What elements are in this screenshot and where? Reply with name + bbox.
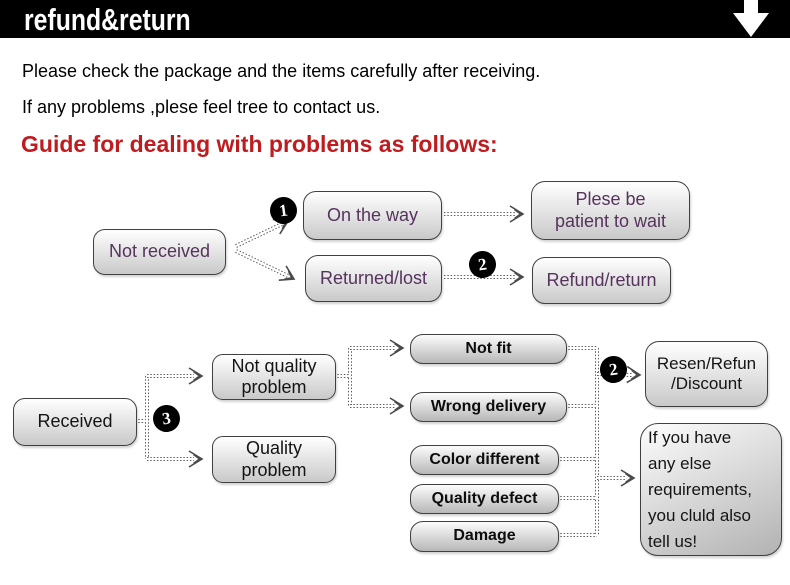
connector-ontheway-patient bbox=[444, 205, 525, 223]
connector-received-branch bbox=[135, 376, 149, 459]
flow-node-color-different: Color different bbox=[410, 445, 559, 475]
flow-node-damage: Damage bbox=[410, 521, 559, 552]
flow-node-patient-wait: Plese be patient to wait bbox=[531, 181, 690, 240]
flow-node-wrong-delivery: Wrong delivery bbox=[410, 392, 567, 422]
flow-node-on-the-way: On the way bbox=[303, 191, 442, 240]
connector-to-requirements bbox=[597, 469, 636, 487]
connector-merge-rail bbox=[557, 346, 599, 537]
connector-to-notfit bbox=[350, 339, 405, 357]
flow-node-quality-defect: Quality defect bbox=[410, 484, 559, 514]
flow-node-not-received: Not received bbox=[93, 229, 226, 275]
intro-line-2: If any problems ,plese feel tree to cont… bbox=[22, 97, 381, 117]
flow-node-not-fit: Not fit bbox=[410, 334, 567, 364]
flow-node-quality-problem: Quality problem bbox=[212, 436, 336, 483]
header-bar: refund&return bbox=[0, 0, 790, 38]
intro-line-1: Please check the package and the items c… bbox=[22, 61, 541, 81]
connector-to-notquality bbox=[147, 367, 204, 385]
flow-node-resend-refund-discount: Resen/Refun /Discount bbox=[645, 341, 768, 407]
connector-fork-down bbox=[235, 249, 296, 282]
guide-heading: Guide for dealing with problems as follo… bbox=[21, 131, 498, 157]
flow-node-returned-lost: Returned/lost bbox=[305, 255, 442, 302]
flow-node-received: Received bbox=[13, 398, 137, 446]
connector-to-qualityproblem bbox=[147, 450, 204, 468]
flow-node-not-quality-problem: Not quality problem bbox=[212, 354, 336, 400]
flow-node-refund-return: Refund/return bbox=[532, 257, 671, 304]
flow-node-other-requirements: If you have any else requirements, you c… bbox=[640, 423, 782, 556]
connector-notquality-branch bbox=[334, 348, 352, 406]
connector-to-wrongdelivery bbox=[350, 397, 405, 415]
page-title: refund&return bbox=[24, 2, 191, 37]
